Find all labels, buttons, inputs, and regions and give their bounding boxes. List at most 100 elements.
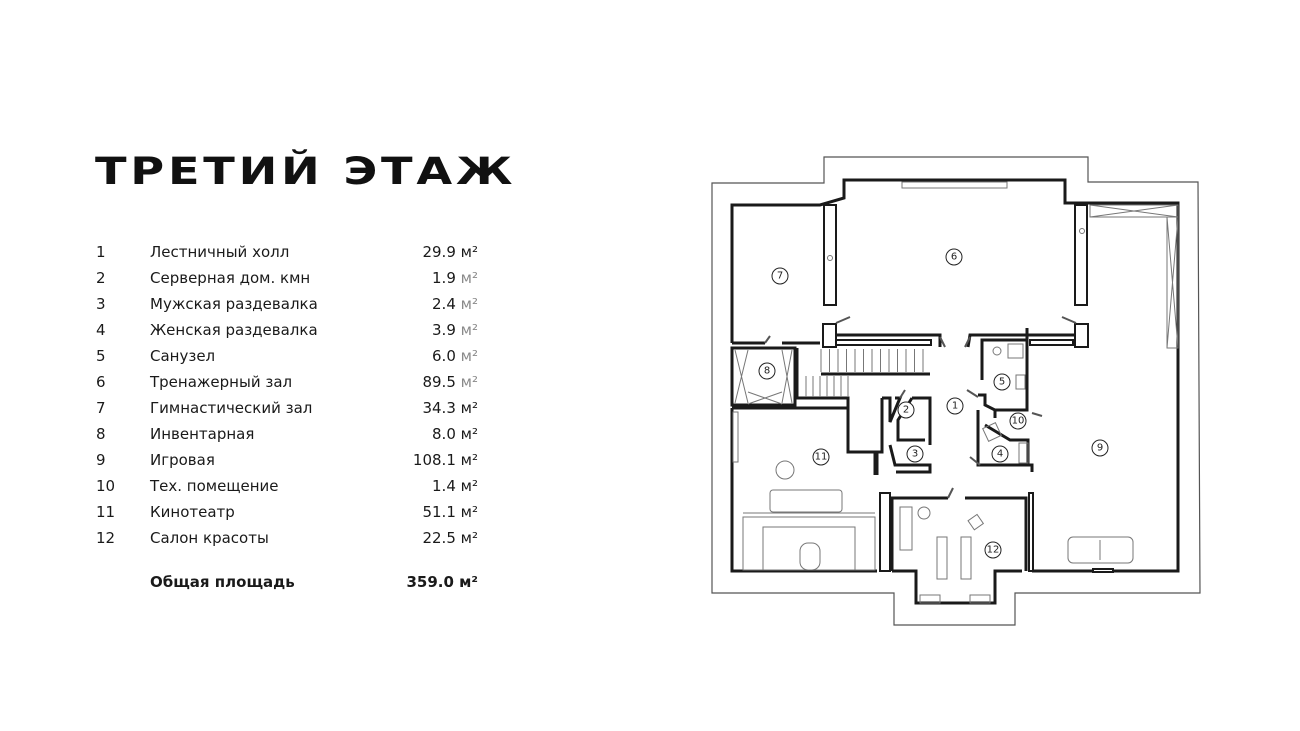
area-unit: м² [460, 347, 478, 365]
area-value: 34.3 [422, 399, 456, 417]
area-value: 108.1 [412, 451, 456, 469]
room-row: 1 Лестничный холл 29.9 м² [96, 240, 478, 266]
room-number: 8 [96, 425, 106, 443]
room-number: 5 [96, 347, 106, 365]
area-unit: м² [460, 477, 478, 495]
room-number: 7 [96, 399, 106, 417]
area-unit: м² [460, 243, 478, 261]
room-name: Тренажерный зал [150, 373, 293, 391]
room-label-marker: 1 [946, 397, 964, 415]
room-number: 10 [96, 477, 116, 495]
room-label-number: 11 [815, 452, 828, 463]
area-value: 8.0 [432, 425, 456, 443]
salon-bay-wall [892, 569, 1022, 605]
room-label-number: 3 [912, 449, 918, 460]
exterior-wall [730, 178, 1180, 573]
room-row: 9 Игровая 108.1 м² [96, 448, 478, 474]
room-label-marker: 4 [991, 445, 1009, 463]
room-label-marker: 12 [984, 541, 1002, 559]
room-list: 1 Лестничный холл 29.9 м² 2 Серверная дом. к… [96, 240, 478, 596]
table-icon [775, 460, 795, 480]
room-row: 10 Тех. помещение 1.4 м² [96, 474, 478, 500]
sink-icon [1015, 374, 1026, 390]
room-number: 9 [96, 451, 106, 469]
room-label-marker: 11 [812, 448, 830, 466]
area-unit: м² [460, 269, 478, 287]
exterior-wall-bottom [730, 408, 877, 573]
room-name: Мужская раздевалка [150, 295, 318, 313]
sofa-icon [1067, 536, 1134, 564]
room-row: 11 Кинотеатр 51.1 м² [96, 500, 478, 526]
room-label-number: 2 [903, 405, 909, 416]
area-unit: м² [460, 425, 478, 443]
radiator [901, 181, 1008, 189]
room-number: 11 [96, 503, 116, 521]
room-label-number: 1 [952, 401, 958, 412]
area-value: 2.4 [432, 295, 456, 313]
room-name: Серверная дом. кмн [150, 269, 311, 287]
armchair-icon [967, 513, 985, 531]
area-value: 22.5 [422, 529, 456, 547]
room-area: 34.3 м² [422, 396, 478, 420]
room-area: 51.1 м² [422, 500, 478, 524]
area-unit: м² [460, 503, 478, 521]
area-value: 1.9 [432, 269, 456, 287]
room-name: Тех. помещение [150, 477, 279, 495]
room-row: 12 Салон красоты 22.5 м² [96, 526, 478, 552]
area-unit: м² [460, 373, 478, 391]
room-label-marker: 9 [1091, 439, 1109, 457]
room-area: 8.0 м² [432, 422, 478, 446]
armchair-icon [982, 422, 1002, 442]
outer-boundary [711, 156, 1201, 626]
area-value: 3.9 [432, 321, 456, 339]
room-label-marker: 7 [771, 267, 789, 285]
room-name: Гимнастический зал [150, 399, 313, 417]
area-unit: м² [460, 399, 478, 417]
total-area: 359.0 м² [406, 573, 479, 591]
room-label-number: 10 [1012, 416, 1025, 427]
door-swings [764, 316, 1077, 499]
area-unit: м² [460, 321, 478, 339]
room-label-marker: 2 [897, 401, 915, 419]
wall-pillar [1074, 323, 1089, 348]
area-value: 1.4 [432, 477, 456, 495]
room-label-marker: 10 [1009, 412, 1027, 430]
area-unit: м² [460, 529, 478, 547]
area-value: 29.9 [422, 243, 456, 261]
room-row: 7 Гимнастический зал 34.3 м² [96, 396, 478, 422]
room-label-number: 6 [951, 252, 957, 263]
page-title: ТРЕТИЙ ЭТАЖ [95, 150, 517, 193]
room-name: Кинотеатр [150, 503, 235, 521]
area-value: 89.5 [422, 373, 456, 391]
room-row: 8 Инвентарная 8.0 м² [96, 422, 478, 448]
toilet-icon [992, 346, 1002, 356]
room-label-number: 8 [764, 366, 770, 377]
room-label-number: 7 [777, 271, 783, 282]
room-name: Лестничный холл [150, 243, 290, 261]
room-area: 108.1 м² [413, 448, 478, 472]
sofa-icon [899, 506, 913, 551]
room-number: 12 [96, 529, 116, 547]
room-label-number: 12 [987, 545, 1000, 556]
window [1089, 204, 1179, 218]
area-value: 6.0 [432, 347, 456, 365]
room-area: 3.9 м² [432, 318, 478, 342]
room-name: Салон красоты [150, 529, 269, 547]
staircase [795, 348, 930, 408]
area-value: 51.1 [422, 503, 456, 521]
room-label-marker: 5 [993, 373, 1011, 391]
room-name: Игровая [150, 451, 215, 469]
room-label-marker: 8 [758, 362, 776, 380]
room-number: 1 [96, 243, 106, 261]
room-name: Женская раздевалка [150, 321, 318, 339]
sofa-icon [769, 489, 843, 513]
room-name: Инвентарная [150, 425, 255, 443]
room-number: 2 [96, 269, 106, 287]
area-unit: м² [460, 451, 478, 469]
room-label-number: 5 [999, 377, 1005, 388]
